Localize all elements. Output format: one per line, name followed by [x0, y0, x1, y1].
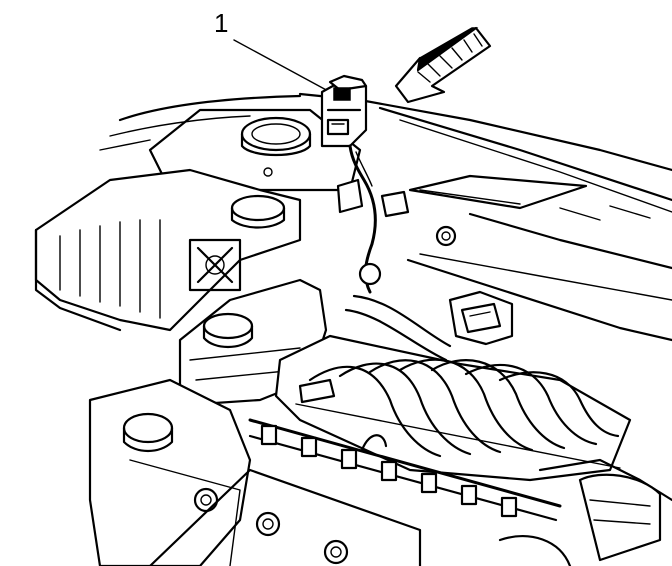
- electrical-connector-icon: [320, 74, 377, 294]
- strut-tower: [148, 108, 362, 192]
- right-lower-components: [498, 458, 672, 566]
- valve-cover: [88, 378, 422, 566]
- fuel-rail: [248, 378, 562, 522]
- harness-clip: [336, 178, 457, 286]
- callout-leader-line: [233, 39, 331, 93]
- callout-number-1: 1: [214, 8, 229, 38]
- arrow-pointing-down-left-icon: [394, 26, 492, 104]
- throttle-sensor: [344, 290, 514, 362]
